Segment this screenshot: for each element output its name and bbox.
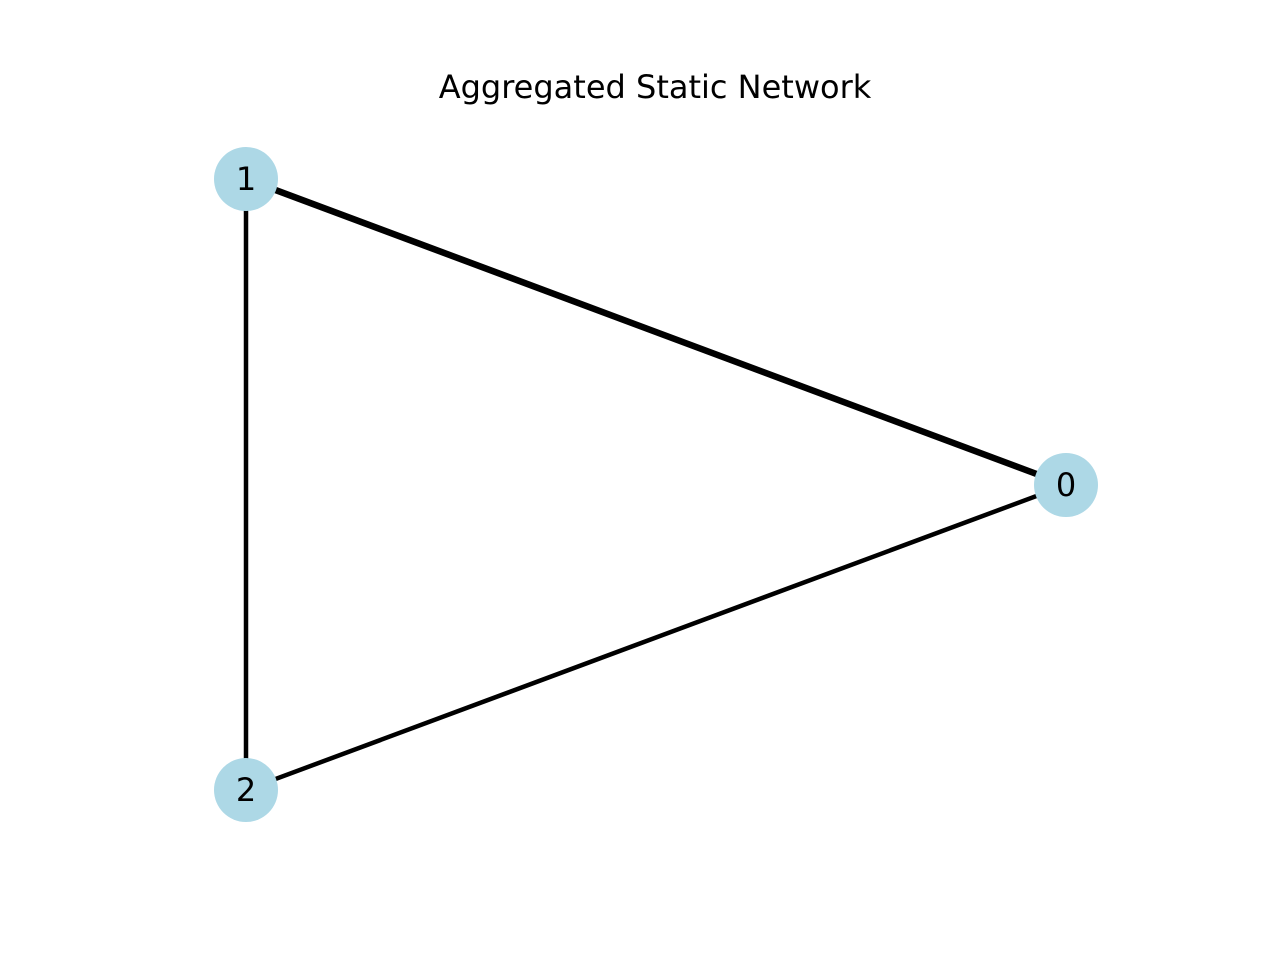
edges-layer — [243, 175, 1068, 793]
node-label: 2 — [236, 771, 256, 809]
edge-0-2 — [245, 482, 1067, 793]
node-circle — [214, 758, 278, 822]
node-1: 1 — [214, 147, 278, 211]
node-circle — [214, 147, 278, 211]
node-circle — [1034, 453, 1098, 517]
node-label: 0 — [1056, 466, 1076, 504]
edge-1-0 — [244, 175, 1068, 489]
nodes-layer: 0 1 2 — [214, 147, 1098, 822]
node-label: 1 — [236, 160, 256, 198]
node-0: 0 — [1034, 453, 1098, 517]
node-2: 2 — [214, 758, 278, 822]
graph-title: Aggregated Static Network — [439, 68, 872, 106]
